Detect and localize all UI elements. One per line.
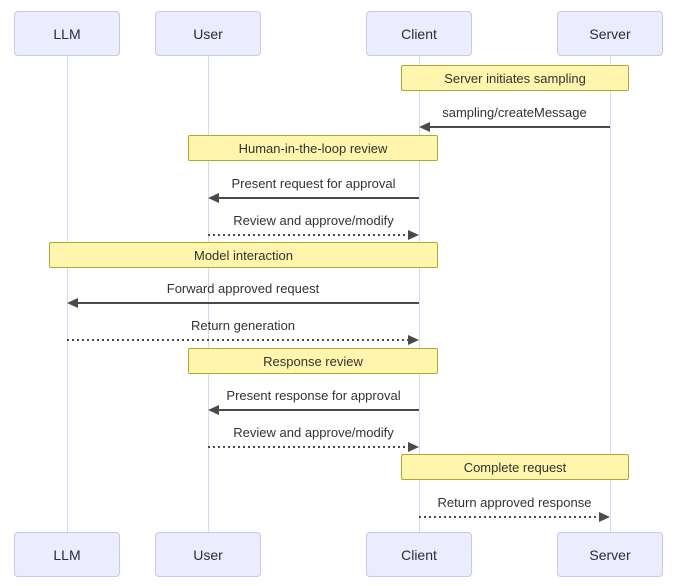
actor-client-top: Client [366, 11, 472, 56]
note-1: Human-in-the-loop review [188, 135, 438, 161]
arrowhead-icon-7 [599, 512, 610, 522]
message-line-3 [77, 302, 419, 304]
arrowhead-icon-5 [208, 405, 219, 415]
arrowhead-icon-3 [67, 298, 78, 308]
arrowhead-icon-1 [208, 193, 219, 203]
actor-llm-bottom: LLM [14, 532, 120, 577]
actor-label: Server [589, 546, 631, 563]
lifeline-server [609, 56, 611, 532]
actor-label: LLM [53, 546, 81, 563]
arrowhead-icon-2 [408, 230, 419, 240]
message-label-1: Present request for approval [231, 176, 396, 191]
actor-label: Server [589, 25, 631, 42]
actor-server-top: Server [557, 11, 663, 56]
message-line-2 [208, 234, 409, 236]
note-4: Complete request [401, 454, 629, 480]
message-line-7 [419, 516, 600, 518]
note-3: Response review [188, 348, 438, 374]
message-label-3: Forward approved request [166, 281, 320, 296]
message-label-5: Present response for approval [226, 388, 401, 403]
message-label-0: sampling/createMessage [442, 105, 587, 120]
actor-llm-top: LLM [14, 11, 120, 56]
message-line-5 [218, 409, 419, 411]
actor-user-bottom: User [155, 532, 261, 577]
message-label-4: Return generation [190, 318, 296, 333]
actor-server-bottom: Server [557, 532, 663, 577]
message-label-7: Return approved response [437, 495, 592, 510]
lifeline-llm [66, 56, 68, 532]
note-0: Server initiates sampling [401, 65, 629, 91]
message-line-6 [208, 446, 409, 448]
arrowhead-icon-0 [419, 122, 430, 132]
actor-label: User [193, 25, 223, 42]
message-line-0 [429, 126, 610, 128]
note-label: Human-in-the-loop review [238, 140, 388, 156]
message-line-4 [67, 339, 409, 341]
actor-user-top: User [155, 11, 261, 56]
note-label: Complete request [463, 459, 567, 475]
actor-label: User [193, 546, 223, 563]
lifeline-user [207, 56, 209, 532]
lifeline-client [418, 56, 420, 532]
message-label-6: Review and approve/modify [233, 425, 394, 440]
arrowhead-icon-6 [408, 442, 419, 452]
arrowhead-icon-4 [408, 335, 419, 345]
message-line-1 [218, 197, 419, 199]
actor-label: Client [401, 25, 437, 42]
message-label-2: Review and approve/modify [233, 213, 394, 228]
note-label: Server initiates sampling [444, 70, 586, 86]
note-label: Response review [263, 353, 363, 369]
note-label: Model interaction [194, 247, 293, 263]
actor-label: Client [401, 546, 437, 563]
actor-client-bottom: Client [366, 532, 472, 577]
note-2: Model interaction [49, 242, 438, 268]
actor-label: LLM [53, 25, 81, 42]
